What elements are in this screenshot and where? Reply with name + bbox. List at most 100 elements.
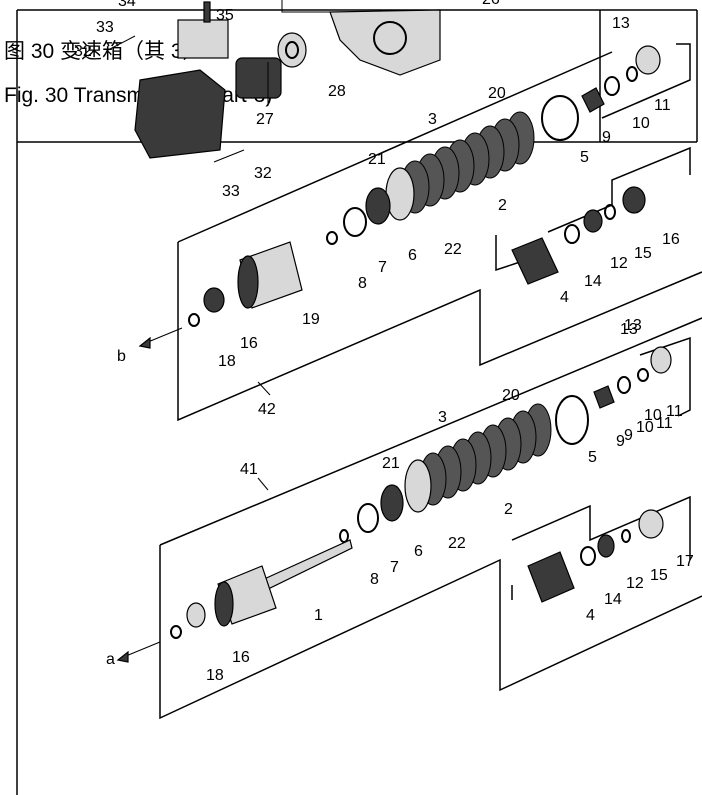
top-housing-parts [107, 0, 441, 163]
arrow-a-line [125, 641, 161, 657]
label-lower-41: 41 [240, 461, 258, 478]
label-upper-10: 10 [644, 407, 662, 424]
label-lower-5: 5 [588, 449, 597, 466]
ring-11 [626, 66, 638, 82]
ring-18-lower [170, 625, 182, 639]
labels-top: 33 34 35 26 28 27 32 33 13 11 10 9 32 [74, 0, 671, 200]
label-lower-16: 16 [232, 649, 250, 666]
label-upper-18: 18 [218, 353, 236, 370]
seal-ring-28 [277, 32, 307, 68]
piston-6-upper [365, 187, 391, 225]
label-upper-22: 22 [444, 241, 462, 258]
housing-bore [373, 21, 407, 55]
bearing-16-lower [186, 602, 206, 628]
ring-14-upper [564, 224, 580, 244]
label-lower-18: 18 [206, 667, 224, 684]
ring-8-lower [339, 529, 349, 543]
bearing-17 [638, 509, 664, 539]
label-lower-4: 4 [586, 607, 595, 624]
ring-14-lower [580, 546, 596, 566]
label-top-27: 27 [256, 111, 274, 128]
housing-leader [281, 0, 335, 13]
label-lower-2: 2 [504, 501, 513, 518]
bolt-33-top [107, 35, 136, 51]
label-top-9: 9 [602, 129, 611, 146]
ring-10 [604, 76, 620, 96]
label-top-34: 34 [118, 0, 136, 10]
label-upper-16: 16 [240, 335, 258, 352]
label-upper-2: 2 [498, 197, 507, 214]
label-top-26: 26 [482, 0, 500, 8]
cover-plate-34 [177, 19, 229, 59]
label-lower-13: 13 [620, 321, 638, 338]
label-upper-5: 5 [580, 149, 589, 166]
label-top-32-left: 32 [74, 43, 92, 60]
bearing-13-lower [650, 346, 672, 374]
drum-19-face [237, 255, 259, 309]
seal-ring-28-inner [285, 41, 299, 59]
bolt-32-bottom [213, 149, 245, 163]
ring-10-lower [617, 376, 631, 394]
ring-18-upper [188, 313, 200, 327]
label-lower-8: 8 [370, 571, 379, 588]
label-upper-42: 42 [258, 401, 276, 418]
figure-caption-cn: 图 30 变速箱（其 3） [4, 40, 204, 63]
label-lower-10: 10 [636, 419, 654, 436]
label-upper-13: 13 [624, 317, 642, 334]
arrow-a-head [116, 650, 129, 663]
label-top-10: 10 [632, 115, 650, 132]
label-lower-15: 15 [650, 567, 668, 584]
label-lower-9: 9 [616, 433, 625, 450]
shaft-27 [235, 57, 282, 99]
top-right-box [601, 43, 691, 119]
label-upper-12: 12 [610, 255, 628, 272]
bolt-35 [203, 1, 211, 23]
lower-assembly [116, 317, 702, 720]
ring-15-upper [604, 204, 616, 220]
label-top-11: 11 [654, 97, 671, 114]
label-upper-b: b [117, 348, 126, 365]
label-lower-21: 21 [382, 455, 400, 472]
spring-9-lower [593, 385, 615, 409]
label-upper-6: 6 [408, 247, 417, 264]
label-lower-3: 3 [438, 409, 447, 426]
snap-ring-5-upper [541, 95, 579, 141]
label-lower-7: 7 [390, 559, 399, 576]
clutch-pack-lower [404, 403, 552, 513]
label-upper-16b: 16 [662, 231, 680, 248]
ring-8-upper [326, 231, 338, 245]
leader-41 [257, 477, 269, 491]
label-upper-7: 7 [378, 259, 387, 276]
label-top-35: 35 [216, 7, 234, 24]
shaft-1 [261, 539, 353, 591]
label-lower-12: 12 [626, 575, 644, 592]
ring-15-lower [621, 529, 631, 543]
piston-6-lower [380, 484, 404, 522]
label-upper-21: 21 [368, 151, 386, 168]
bearing-12-lower [597, 534, 615, 558]
ring-11-lower [637, 368, 649, 382]
label-top-33b: 33 [222, 183, 240, 200]
label-top-13: 13 [612, 15, 630, 32]
gear-4-upper [511, 237, 559, 285]
label-upper-4: 4 [560, 289, 569, 306]
label-upper-9: 9 [624, 427, 633, 444]
labels-lower: 41 a 20 3 21 5 2 22 6 7 8 1 16 18 4 14 1… [106, 321, 694, 684]
snap-ring-5-lower [555, 395, 589, 445]
label-top-32: 32 [254, 165, 272, 182]
label-upper-20: 20 [488, 85, 506, 102]
assembly-42-frame [177, 242, 702, 422]
spring-9 [581, 87, 605, 113]
bearing-12-upper [583, 209, 603, 233]
valve-body [134, 69, 226, 159]
label-top-28: 28 [328, 83, 346, 100]
ring-7-lower [357, 503, 379, 533]
ring-7-upper [343, 207, 367, 237]
upper-assembly [138, 51, 702, 422]
assembly-42-frame-top [177, 51, 613, 243]
top-right-parts [581, 43, 691, 119]
labels-upper: 42 b 20 3 21 5 2 22 6 7 8 19 16 18 4 14 … [117, 85, 683, 444]
label-upper-15: 15 [634, 245, 652, 262]
arrow-b-line [147, 327, 183, 343]
